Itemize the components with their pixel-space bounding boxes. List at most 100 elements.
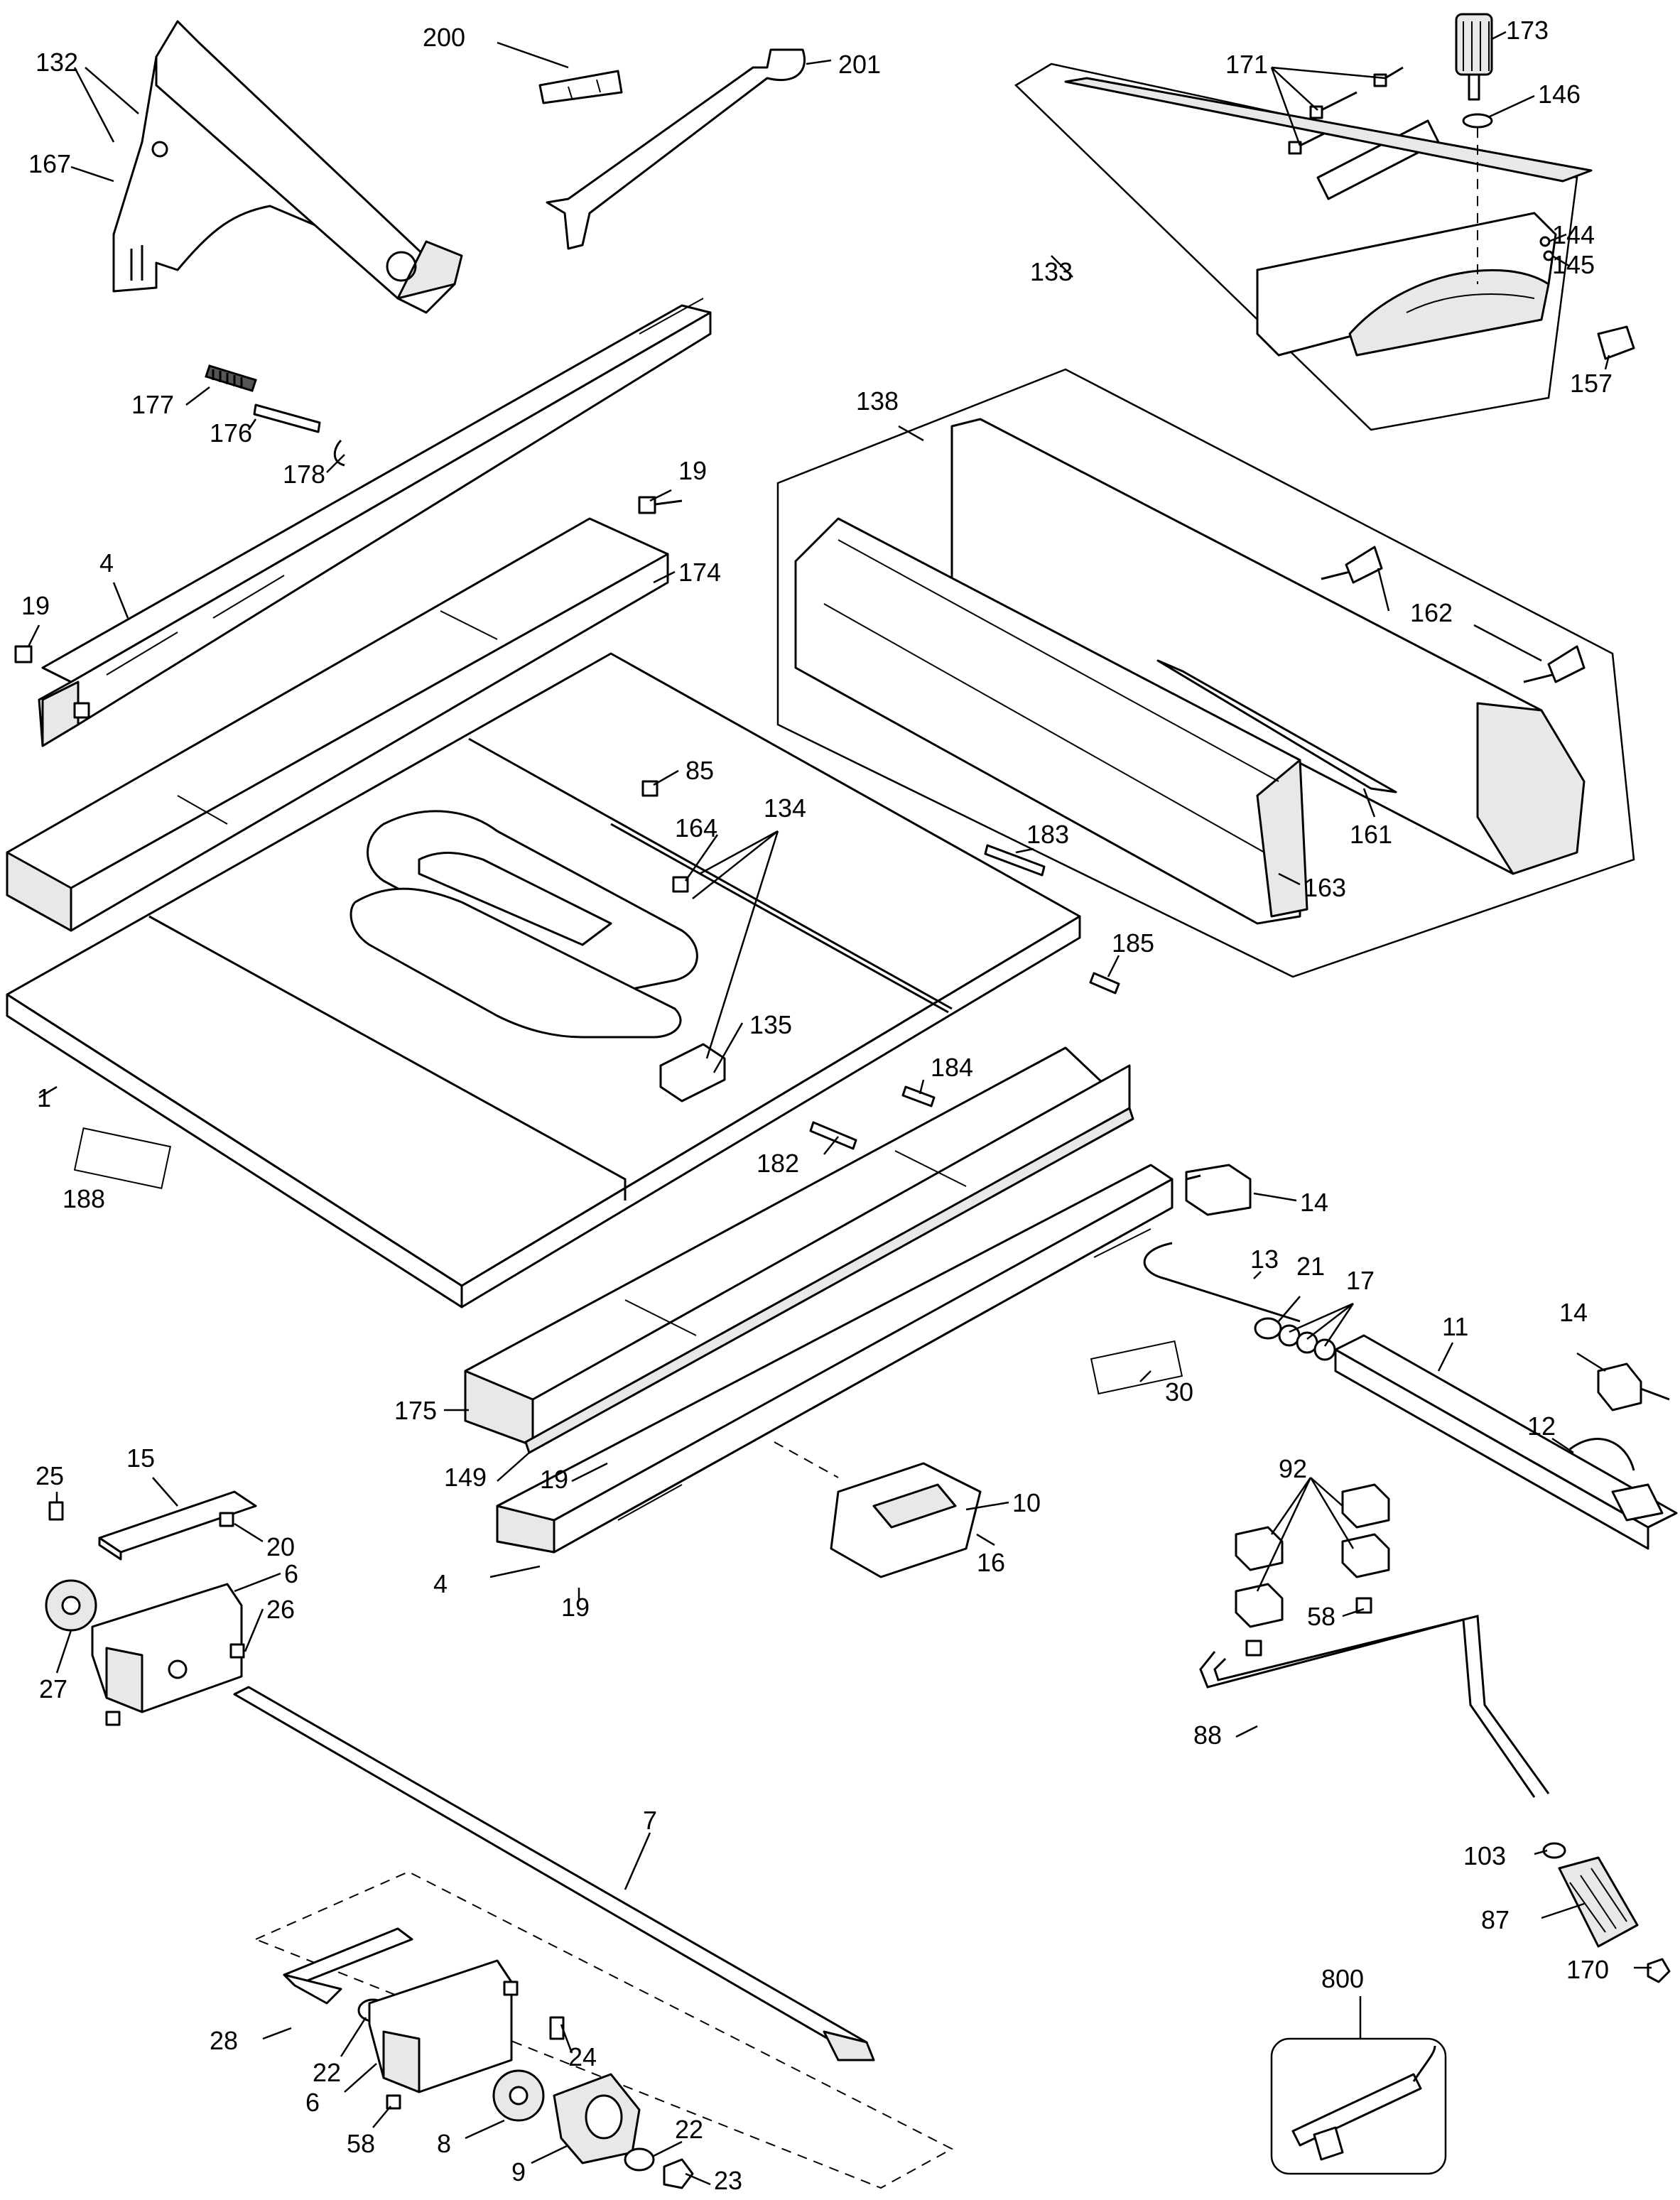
part-7-shaft [233,1686,875,2061]
callout-171: 171 [1225,50,1268,79]
part-88-crank [1199,1615,1566,1859]
callout-164: 164 [675,813,717,842]
callout-26: 26 [266,1595,295,1624]
blade-guard-assembly [112,20,463,314]
lower-bracket-group [255,1870,954,2189]
spring-rod-clip [205,364,345,467]
callout-10: 10 [1012,1488,1041,1517]
label-30 [1090,1340,1183,1395]
callout-800: 800 [1321,1964,1364,1993]
callout-183: 183 [1026,820,1069,849]
part-800-inset [1270,2037,1447,2175]
bolt-19-left [14,645,33,663]
left-rear-rail [38,298,712,747]
bolt-19-upper [638,496,683,514]
table-top-1 [6,652,1081,1308]
callout-16: 16 [977,1548,1005,1577]
part-200-plate [538,70,623,104]
callout-13: 13 [1250,1245,1279,1274]
callout-7: 7 [643,1806,657,1835]
callout-23: 23 [714,2166,742,2195]
callout-170: 170 [1566,1955,1609,1984]
callout-184: 184 [931,1053,973,1082]
callout-20: 20 [266,1532,295,1561]
callout-132: 132 [36,48,78,77]
callout-22-left: 22 [313,2058,341,2087]
callout-58-lower: 58 [347,2129,375,2158]
callout-25: 25 [36,1461,64,1490]
callout-22-right: 22 [675,2115,703,2144]
part-146-washer [1462,113,1493,129]
callout-27: 27 [39,1674,67,1703]
callout-19-left: 19 [21,591,50,620]
callout-201: 201 [838,50,881,79]
callout-188: 188 [63,1184,105,1213]
callout-58-right: 58 [1307,1602,1335,1631]
miter-gauge-group [1014,63,1635,431]
callout-174: 174 [678,558,721,587]
part-201-wrench [546,48,806,250]
right-front-rail [496,1164,1174,1554]
callout-19-front: 19 [540,1465,568,1494]
callout-134: 134 [764,793,806,823]
callout-135: 135 [749,1010,792,1039]
part-173-knob [1455,13,1493,101]
callout-175: 175 [394,1396,437,1425]
callout-19-upper: 19 [678,456,707,485]
callout-173: 173 [1506,16,1549,45]
callout-4-rear: 4 [99,548,114,578]
part-87-knob [1558,1856,1671,1983]
callout-6-lower: 6 [305,2088,320,2117]
right-extension-175 [464,1046,1134,1454]
callout-149: 149 [444,1463,487,1492]
callout-133: 133 [1030,257,1073,286]
callout-1: 1 [37,1083,51,1112]
left-bracket [45,1490,257,1726]
callout-185: 185 [1112,928,1154,958]
callout-157: 157 [1570,369,1613,398]
callout-92: 92 [1279,1454,1307,1483]
callout-14-upper: 14 [1300,1188,1328,1217]
callout-138: 138 [856,386,899,416]
callout-85: 85 [685,756,714,785]
callout-30: 30 [1165,1377,1193,1407]
screws-85-164 [641,780,689,893]
leader-lines [27,31,1652,2186]
callout-161: 161 [1350,820,1392,849]
left-extension-174 [6,517,669,932]
callout-11: 11 [1442,1312,1468,1341]
callout-167: 167 [28,149,71,178]
callout-6-left: 6 [284,1559,298,1588]
callout-15: 15 [126,1443,155,1473]
callout-88: 88 [1193,1721,1222,1750]
callout-145: 145 [1552,250,1595,279]
part-92-clips [1235,1483,1390,1657]
callout-9: 9 [511,2157,526,2187]
callout-28: 28 [210,2026,238,2055]
rail-bar-11 [1334,1334,1678,1550]
pins [809,844,1120,1150]
callout-4-front: 4 [433,1569,448,1598]
callout-200: 200 [423,23,465,52]
part-10-handle [774,1441,982,1578]
callout-144: 144 [1552,220,1595,249]
label-188 [73,1127,172,1190]
callout-177: 177 [131,390,174,419]
callout-182: 182 [757,1149,799,1178]
rip-fence-group [776,368,1635,978]
callout-163: 163 [1304,873,1346,902]
callout-162: 162 [1410,598,1453,627]
callout-14-right: 14 [1559,1298,1588,1327]
callout-17: 17 [1346,1266,1375,1295]
callout-24: 24 [568,2042,597,2071]
callout-146: 146 [1538,80,1581,109]
callout-87: 87 [1481,1905,1510,1934]
callout-19-bottom: 19 [561,1593,590,1622]
callout-103: 103 [1463,1841,1506,1870]
callout-21: 21 [1296,1252,1325,1281]
callout-178: 178 [283,460,325,489]
callout-8: 8 [437,2129,451,2158]
callout-labels: 132 167 200 201 173 171 146 133 144 145 … [21,16,1613,2195]
callout-12: 12 [1527,1411,1556,1441]
